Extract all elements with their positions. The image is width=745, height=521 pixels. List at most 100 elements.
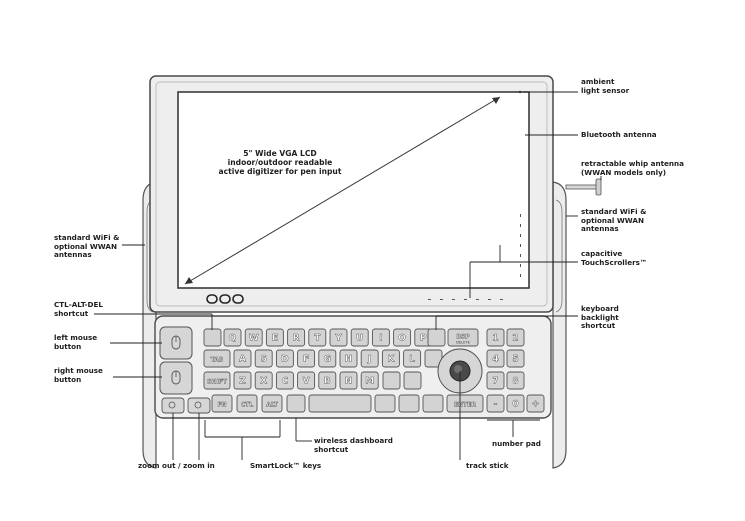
shift-key-label: SHIFT: [207, 379, 228, 386]
ctl-key-label: CTL: [241, 402, 253, 409]
letter-i-key-label: I: [379, 334, 382, 344]
numpad-0-key[interactable]: [506, 394, 525, 413]
letter-x-key-label: X: [260, 377, 267, 387]
letter-b-key[interactable]: [318, 371, 337, 390]
numpad-3-key[interactable]: [486, 349, 505, 368]
numpad-1-key-label: 1: [492, 334, 498, 344]
letter-y-key-label: Y: [334, 334, 342, 344]
ambient-light-sensor: [518, 90, 522, 94]
row3-extra-1-key[interactable]: [382, 371, 401, 390]
numpad-4-key-label: 5: [512, 355, 518, 365]
label-bluetooth-antenna: Bluetooth antenna: [581, 130, 657, 139]
letter-j-key[interactable]: [360, 349, 379, 368]
letter-t-key-label: T: [314, 334, 321, 344]
space-bar[interactable]: [308, 394, 372, 413]
row3-extra-2-key[interactable]: [403, 371, 422, 390]
alt-key-label: ALT: [266, 402, 278, 409]
letter-a-key-label: A: [239, 355, 246, 365]
letter-r-key-label: R: [293, 334, 300, 344]
letter-e-key-label: E: [272, 334, 278, 344]
letter-k-key[interactable]: [381, 349, 400, 368]
letter-f-key[interactable]: [297, 349, 316, 368]
enter-key-label: ENTER: [454, 402, 476, 409]
letter-n-key[interactable]: [339, 371, 358, 390]
letter-x-key[interactable]: [254, 371, 273, 390]
touchscroller-vertical: [520, 214, 521, 277]
letter-a-key[interactable]: [233, 349, 252, 368]
letter-j-key-label: J: [367, 355, 371, 365]
letter-k-key-label: K: [387, 355, 395, 365]
shift-key[interactable]: [203, 371, 231, 390]
letter-d-key[interactable]: [275, 349, 294, 368]
backspace-key-sublabel: DELETE: [456, 341, 471, 345]
label-touchscrollers: capacitive TouchScrollers™: [581, 249, 648, 267]
letter-g-key[interactable]: [318, 349, 337, 368]
letter-s-key[interactable]: [254, 349, 273, 368]
enter-key[interactable]: [446, 394, 484, 413]
letter-v-key-label: V: [303, 377, 310, 387]
numpad-2-key[interactable]: [506, 328, 525, 347]
keyboard-backlight-key[interactable]: [427, 328, 446, 347]
oqo-logo: [206, 294, 244, 304]
label-wireless-dashboard: wireless dashboard shortcut: [314, 436, 393, 454]
ctl-key[interactable]: [236, 394, 258, 413]
label-keyboard-backlight: keyboard backlight shortcut: [581, 304, 619, 331]
letter-m-key[interactable]: [360, 371, 379, 390]
letter-u-key[interactable]: [350, 328, 369, 347]
zoom-in-button[interactable]: [187, 397, 211, 414]
backspace-key-label: BSP: [456, 334, 470, 341]
numpad-plus-key[interactable]: [526, 394, 545, 413]
numpad-2-key-label: 2: [512, 334, 518, 344]
tab-key[interactable]: [203, 349, 231, 368]
numpad-6-key-label: 8: [512, 377, 518, 387]
letter-d-key-label: D: [281, 355, 288, 365]
label-ambient-light-sensor: ambient light sensor: [581, 77, 630, 95]
whip-antenna: [565, 184, 599, 190]
right-mouse-button[interactable]: [159, 361, 193, 395]
numpad-1-key[interactable]: [486, 328, 505, 347]
ctl-alt-del-key[interactable]: [203, 328, 222, 347]
arrow-right-key[interactable]: [422, 394, 444, 413]
numpad-4-key[interactable]: [506, 349, 525, 368]
label-ctl-alt-del: CTL-ALT-DEL shortcut: [54, 300, 103, 318]
backspace-key[interactable]: [447, 328, 479, 347]
label-smartlock-keys: SmartLock™ keys: [250, 461, 322, 470]
letter-l-key-label: L: [409, 355, 415, 365]
arrow-down-key[interactable]: [398, 394, 420, 413]
letter-z-key[interactable]: [233, 371, 252, 390]
label-right-mouse-button: right mouse button: [54, 366, 103, 384]
letter-f-key-label: F: [303, 355, 309, 365]
letter-u-key-label: U: [356, 334, 363, 344]
letter-c-key[interactable]: [275, 371, 294, 390]
letter-r-key[interactable]: [287, 328, 306, 347]
letter-y-key[interactable]: [329, 328, 348, 347]
letter-e-key[interactable]: [265, 328, 284, 347]
letter-m-key-label: M: [365, 377, 374, 387]
left-mouse-button[interactable]: [159, 326, 193, 360]
letter-l-key[interactable]: [403, 349, 422, 368]
letter-z-key-label: Z: [239, 377, 246, 387]
letter-w-key[interactable]: [244, 328, 263, 347]
letter-v-key[interactable]: [297, 371, 316, 390]
alt-key[interactable]: [261, 394, 283, 413]
label-left-mouse-button: left mouse button: [54, 333, 98, 351]
leader-lines: [94, 91, 602, 460]
numpad-6-key[interactable]: [506, 371, 525, 390]
numpad-minus-key[interactable]: [486, 394, 505, 413]
fn-key[interactable]: [211, 394, 233, 413]
arrow-left-key[interactable]: [374, 394, 396, 413]
letter-o-key[interactable]: [393, 328, 412, 347]
letter-g-key-label: G: [324, 355, 331, 365]
letter-h-key[interactable]: [339, 349, 358, 368]
letter-i-key[interactable]: [371, 328, 390, 347]
numpad-0-key-label: 0: [512, 400, 518, 410]
zoom-out-button[interactable]: [161, 397, 185, 414]
numpad-5-key[interactable]: [486, 371, 505, 390]
label-wifi-antennas-right: standard WiFi & optional WWAN antennas: [581, 207, 647, 234]
label-screen: 5" Wide VGA LCD indoor/outdoor readable …: [218, 149, 342, 176]
numpad-plus-key-label: +: [532, 400, 540, 410]
wireless-dashboard-key[interactable]: [286, 394, 306, 413]
letter-q-key[interactable]: [223, 328, 242, 347]
letter-t-key[interactable]: [308, 328, 327, 347]
